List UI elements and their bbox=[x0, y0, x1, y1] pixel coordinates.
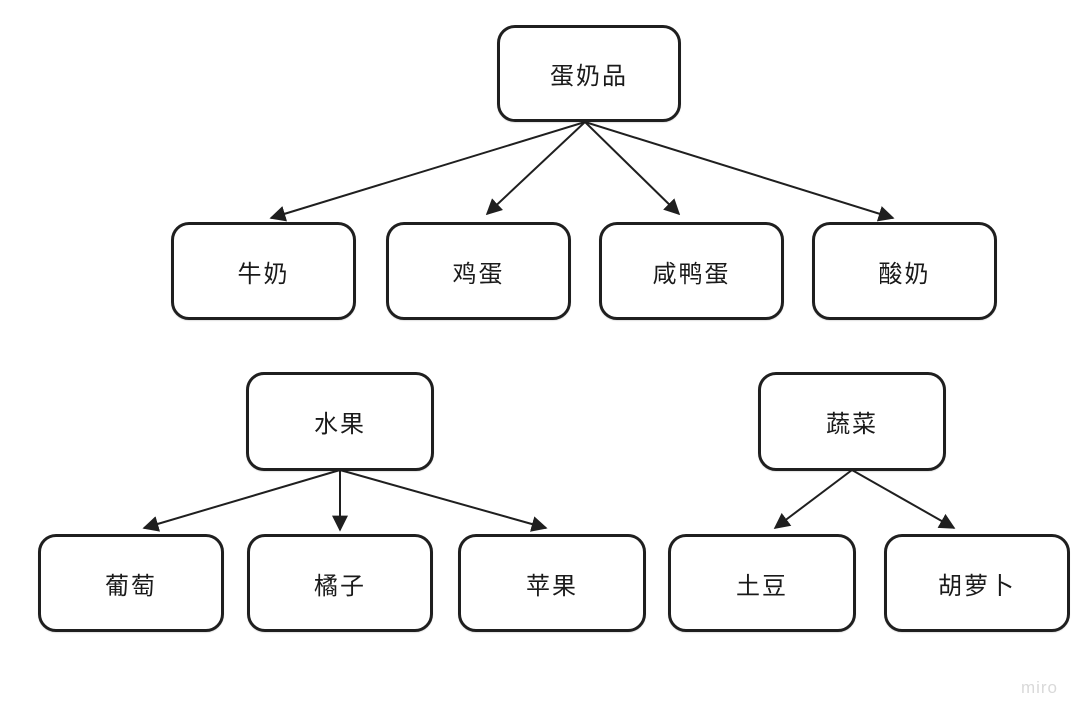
node-apple[interactable]: 苹果 bbox=[458, 534, 646, 632]
node-dairy-products[interactable]: 蛋奶品 bbox=[497, 25, 681, 122]
edge-dairy-yogurt[interactable] bbox=[584, 121, 895, 222]
node-fruit-label: 水果 bbox=[314, 411, 366, 438]
node-carrot[interactable]: 胡萝卜 bbox=[884, 534, 1070, 632]
node-dairy-products-label: 蛋奶品 bbox=[550, 63, 628, 90]
edge-dairy-egg[interactable] bbox=[485, 121, 586, 216]
edge-dairy-milk[interactable] bbox=[269, 121, 586, 222]
node-apple-label: 苹果 bbox=[526, 572, 578, 600]
node-milk-label: 牛奶 bbox=[237, 260, 290, 288]
miro-watermark: miro bbox=[1020, 678, 1058, 697]
node-vegetable-label: 蔬菜 bbox=[826, 411, 878, 438]
node-carrot-label: 胡萝卜 bbox=[938, 572, 1016, 600]
edge-fruit-grape[interactable] bbox=[142, 469, 341, 532]
node-yogurt-label: 酸奶 bbox=[878, 260, 931, 288]
node-milk[interactable]: 牛奶 bbox=[171, 222, 356, 320]
edge-dairy-duck-egg[interactable] bbox=[584, 121, 681, 216]
node-grape-label: 葡萄 bbox=[105, 572, 157, 600]
node-yogurt[interactable]: 酸奶 bbox=[812, 222, 997, 320]
node-egg-label: 鸡蛋 bbox=[452, 260, 505, 288]
node-orange[interactable]: 橘子 bbox=[247, 534, 433, 632]
node-grape[interactable]: 葡萄 bbox=[38, 534, 224, 632]
node-fruit[interactable]: 水果 bbox=[246, 372, 434, 471]
edge-vegetable-carrot[interactable] bbox=[851, 469, 956, 529]
node-salted-duck-egg-label: 咸鸭蛋 bbox=[652, 260, 731, 288]
node-potato[interactable]: 土豆 bbox=[668, 534, 856, 632]
node-vegetable[interactable]: 蔬菜 bbox=[758, 372, 946, 471]
node-potato-label: 土豆 bbox=[736, 572, 788, 600]
node-salted-duck-egg[interactable]: 咸鸭蛋 bbox=[599, 222, 784, 320]
node-egg[interactable]: 鸡蛋 bbox=[386, 222, 571, 320]
edge-vegetable-potato[interactable] bbox=[773, 469, 853, 529]
node-orange-label: 橘子 bbox=[314, 572, 366, 600]
edge-fruit-apple[interactable] bbox=[339, 469, 548, 532]
